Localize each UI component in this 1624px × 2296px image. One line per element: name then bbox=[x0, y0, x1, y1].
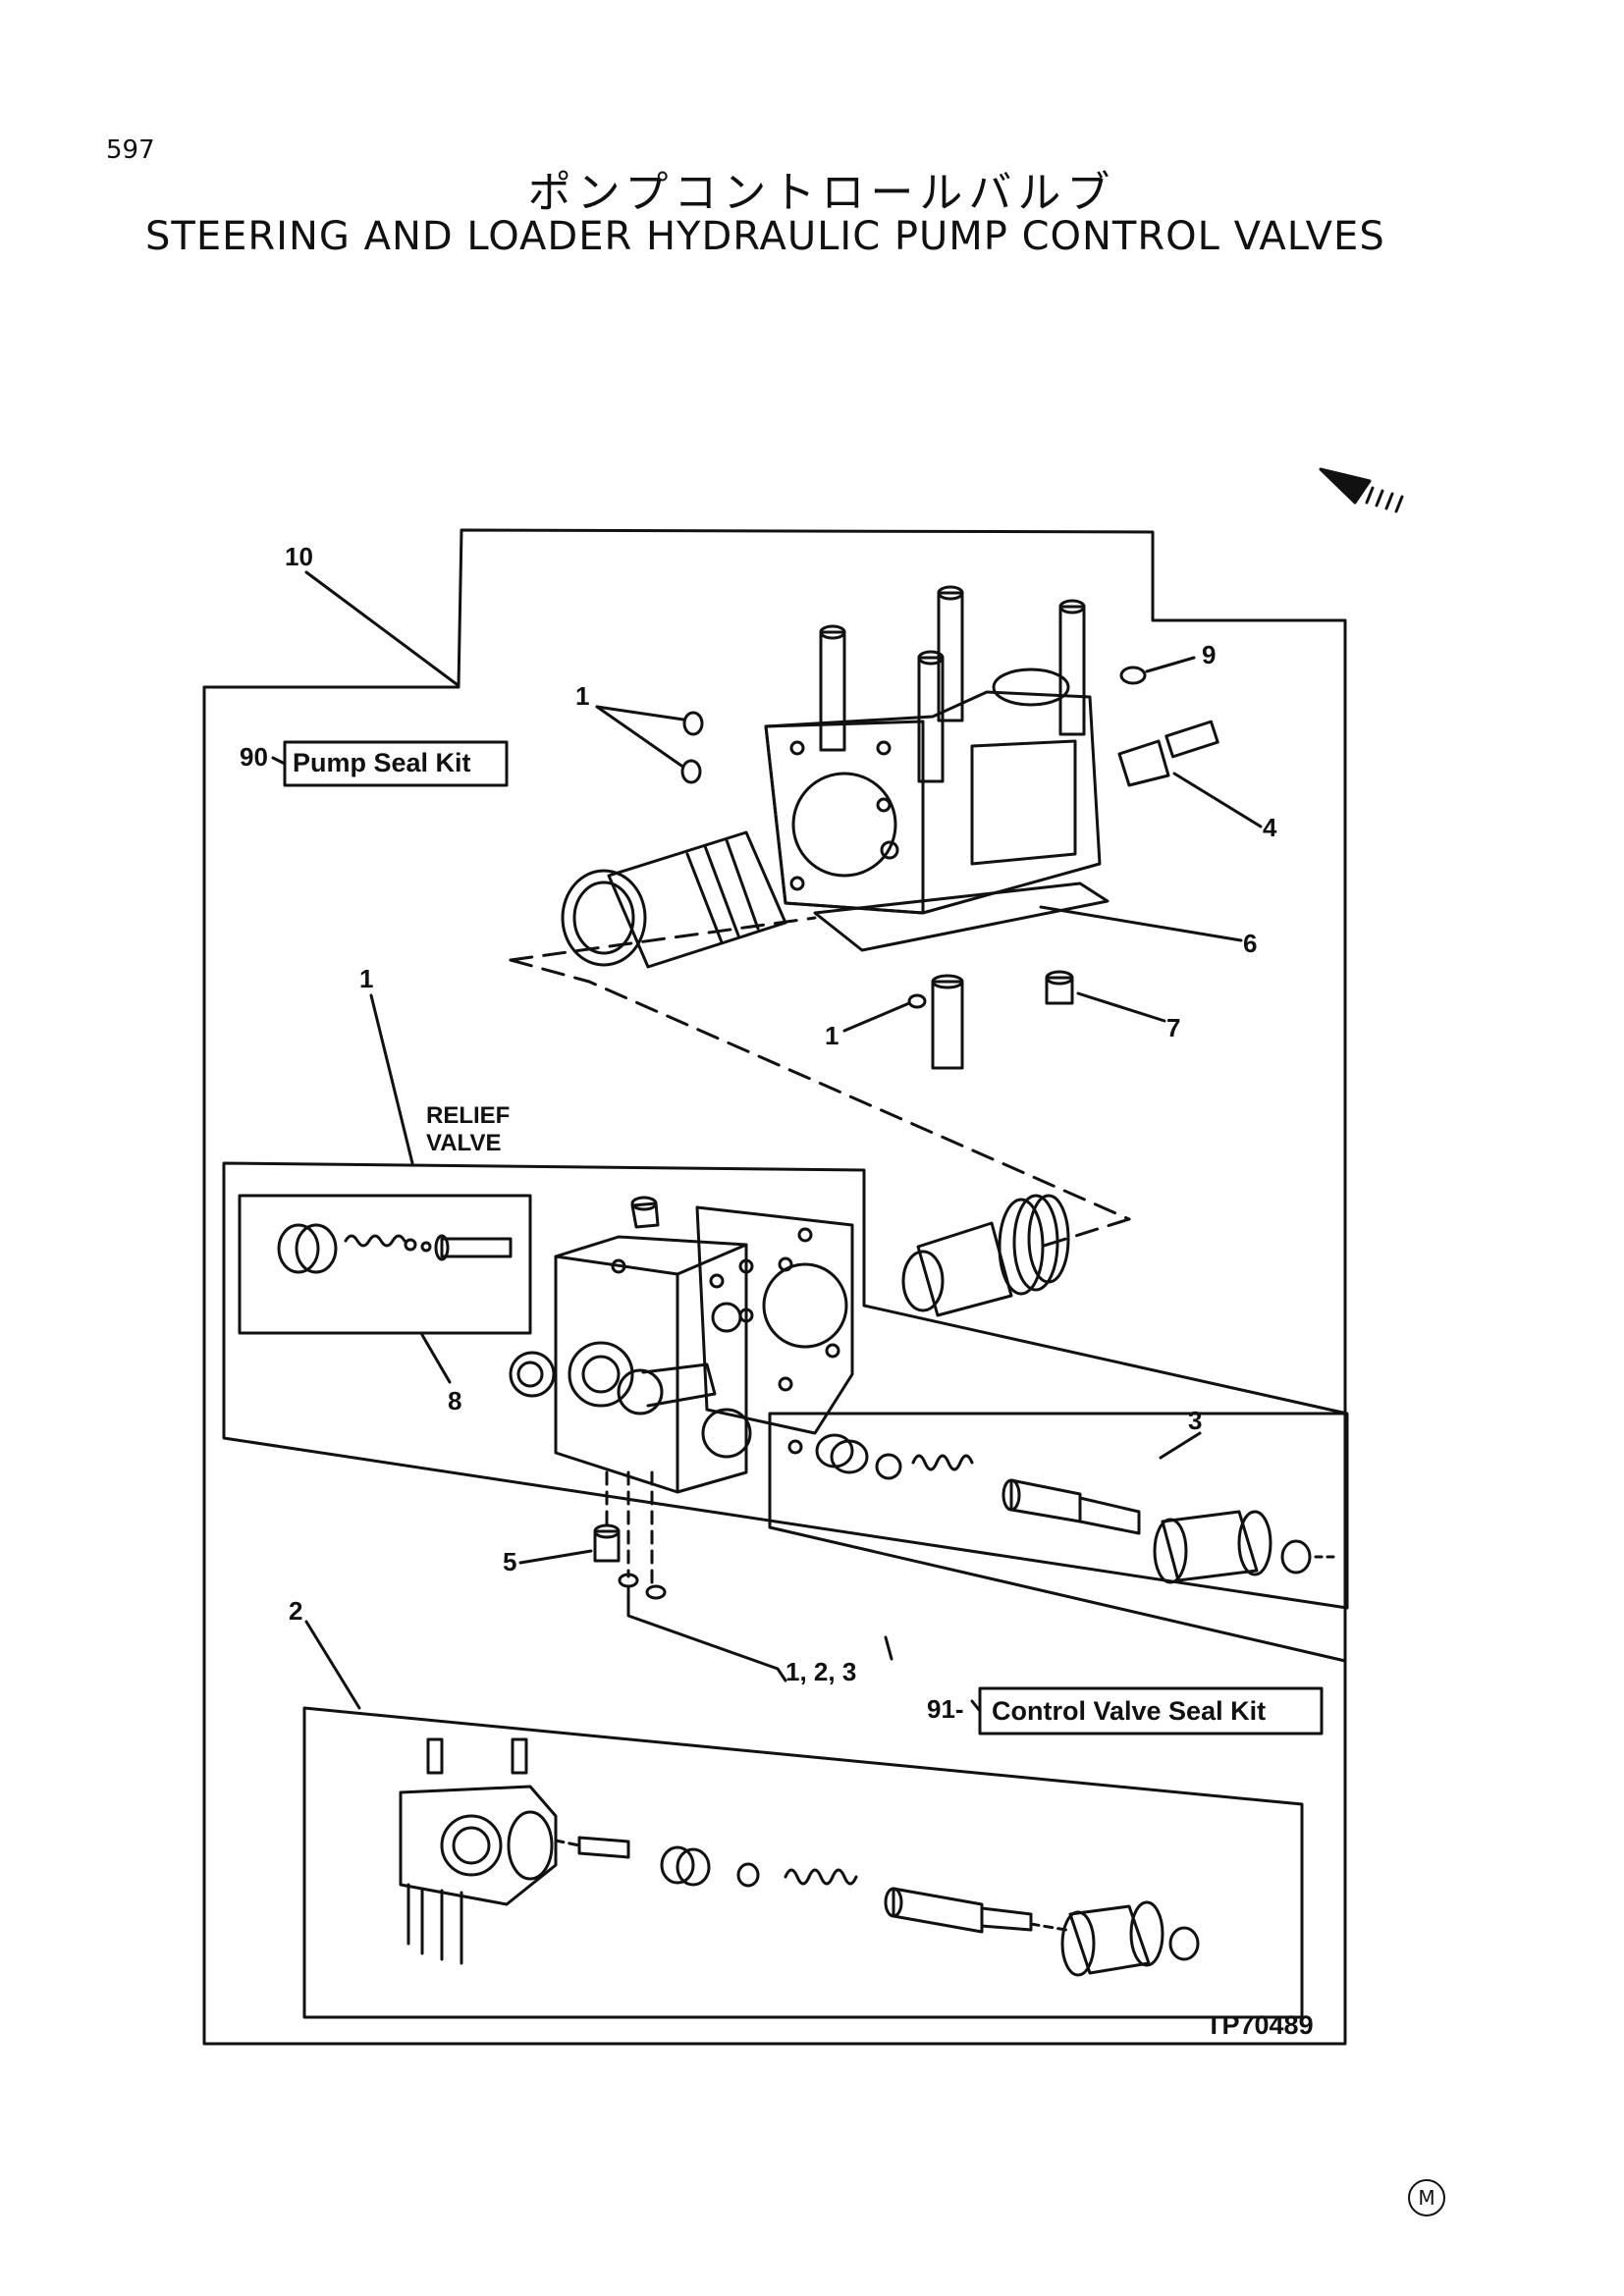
page-title-japanese: ポンプコントロールバルブ bbox=[527, 168, 1116, 218]
relief-valve-label-line2: VALVE bbox=[426, 1130, 501, 1156]
figure-id: TP70489 bbox=[1206, 2010, 1314, 2040]
relief-valve-section bbox=[222, 1161, 1349, 1610]
callout-10: 10 bbox=[285, 542, 313, 571]
pump-housing bbox=[561, 585, 1110, 969]
callout-8: 8 bbox=[448, 1386, 461, 1415]
relief-detail-box bbox=[238, 1194, 532, 1335]
relief-valve-label-line1: RELIEF bbox=[426, 1102, 510, 1129]
callout-3: 3 bbox=[1188, 1406, 1202, 1435]
spline-shaft bbox=[901, 1194, 1070, 1317]
callout-9: 9 bbox=[1202, 640, 1216, 669]
callout-1-mid: 1 bbox=[825, 1021, 839, 1050]
callout-5: 5 bbox=[503, 1547, 516, 1576]
relief-valve-parts bbox=[277, 1223, 513, 1274]
callout-4: 4 bbox=[1263, 813, 1277, 842]
assembly-outline bbox=[202, 528, 1347, 2046]
callout-1-2-3: 1, 2, 3 bbox=[785, 1657, 856, 1686]
section-3-parts bbox=[787, 1433, 1337, 1584]
leader-10 bbox=[304, 570, 459, 686]
bottom-section-parts bbox=[399, 1737, 1200, 1977]
callout-6: 6 bbox=[1243, 929, 1257, 958]
callout-2: 2 bbox=[289, 1596, 302, 1626]
circled-m-mark: M bbox=[1408, 2179, 1445, 2216]
bottom-section-box bbox=[302, 1706, 1304, 2019]
callout-1-left: 1 bbox=[359, 964, 373, 993]
direction-arrow-icon bbox=[1319, 467, 1404, 513]
callout-1-top: 1 bbox=[575, 681, 589, 711]
callout-90: 90 bbox=[240, 742, 268, 772]
control-valve-block bbox=[509, 1196, 854, 1494]
callout-7: 7 bbox=[1166, 1013, 1180, 1042]
page-title: STEERING AND LOADER HYDRAULIC PUMP CONTR… bbox=[145, 214, 1385, 259]
callout-91: 91- bbox=[927, 1694, 964, 1724]
pump-seal-kit-label: Pump Seal Kit bbox=[293, 748, 471, 777]
page-number: 597 bbox=[106, 135, 155, 165]
control-valve-seal-kit-label: Control Valve Seal Kit bbox=[992, 1696, 1266, 1726]
